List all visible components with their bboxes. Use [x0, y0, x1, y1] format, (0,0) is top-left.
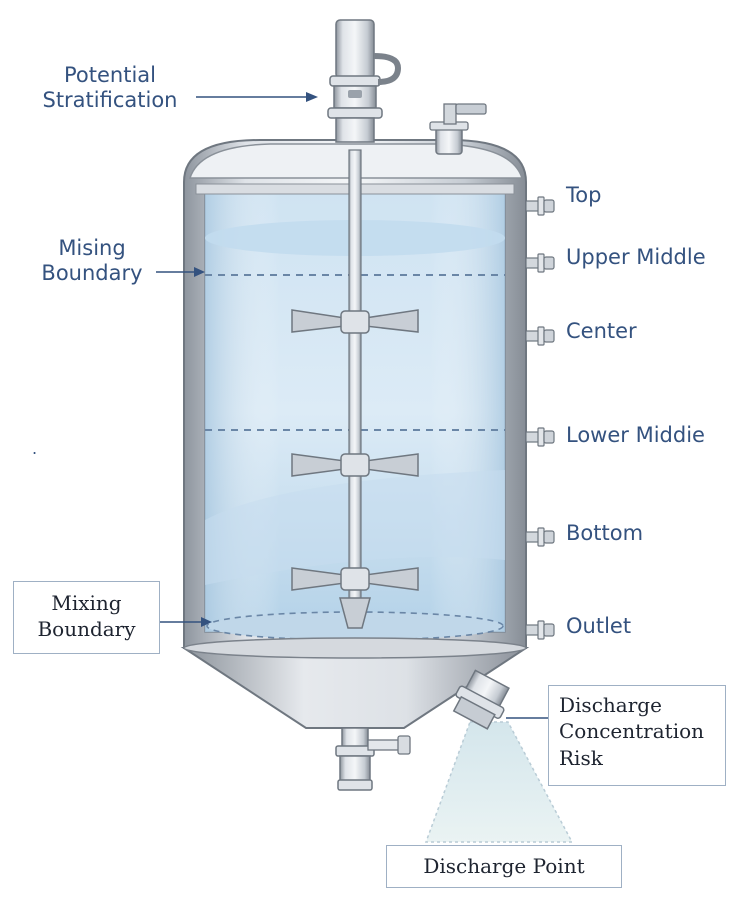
sampling-port-center: [525, 326, 555, 346]
arrow-mixing-boundary-lower: [160, 617, 212, 627]
label-potential-stratification: Potential Stratification: [42, 63, 178, 112]
discharge-plume: [424, 721, 574, 843]
sampling-port-bottom: [525, 527, 555, 547]
port-label-bottom: Bottom: [566, 521, 644, 545]
stray-mark: .: [32, 439, 38, 458]
bottom-drain-pipe: [341, 727, 369, 749]
arrow-mixing-boundary-upper: [156, 267, 205, 277]
label-mixing-boundary-upper: Mising Boundary: [41, 236, 143, 285]
sampling-port-upper-middle: [525, 253, 555, 273]
sampling-port-top: [525, 196, 555, 216]
discharge-nozzle: [452, 669, 510, 730]
port-label-upper-middle: Upper Middle: [566, 245, 706, 269]
port-label-outlet: Outlet: [566, 614, 632, 638]
port-label-lower-middle: Lower Middie: [566, 423, 705, 447]
agitator-drive: [327, 19, 402, 143]
label-discharge-concentration-risk: Discharge Concentration Risk: [548, 685, 726, 786]
impeller-upper: [291, 309, 419, 334]
arrow-potential-stratification: [196, 92, 318, 102]
impeller-middle: [291, 453, 419, 477]
sampling-port-lower-middle: [525, 427, 555, 447]
impeller-lower: [291, 567, 419, 629]
lid-inlet-valve: [429, 103, 487, 155]
label-mixing-boundary-lower: Mixing Boundary: [13, 581, 160, 654]
port-label-top: Top: [566, 183, 602, 207]
agitator-shaft: [348, 149, 362, 621]
sampling-port-outlet: [525, 620, 555, 640]
label-discharge-point: Discharge Point: [386, 845, 622, 888]
port-label-center: Center: [566, 319, 637, 343]
